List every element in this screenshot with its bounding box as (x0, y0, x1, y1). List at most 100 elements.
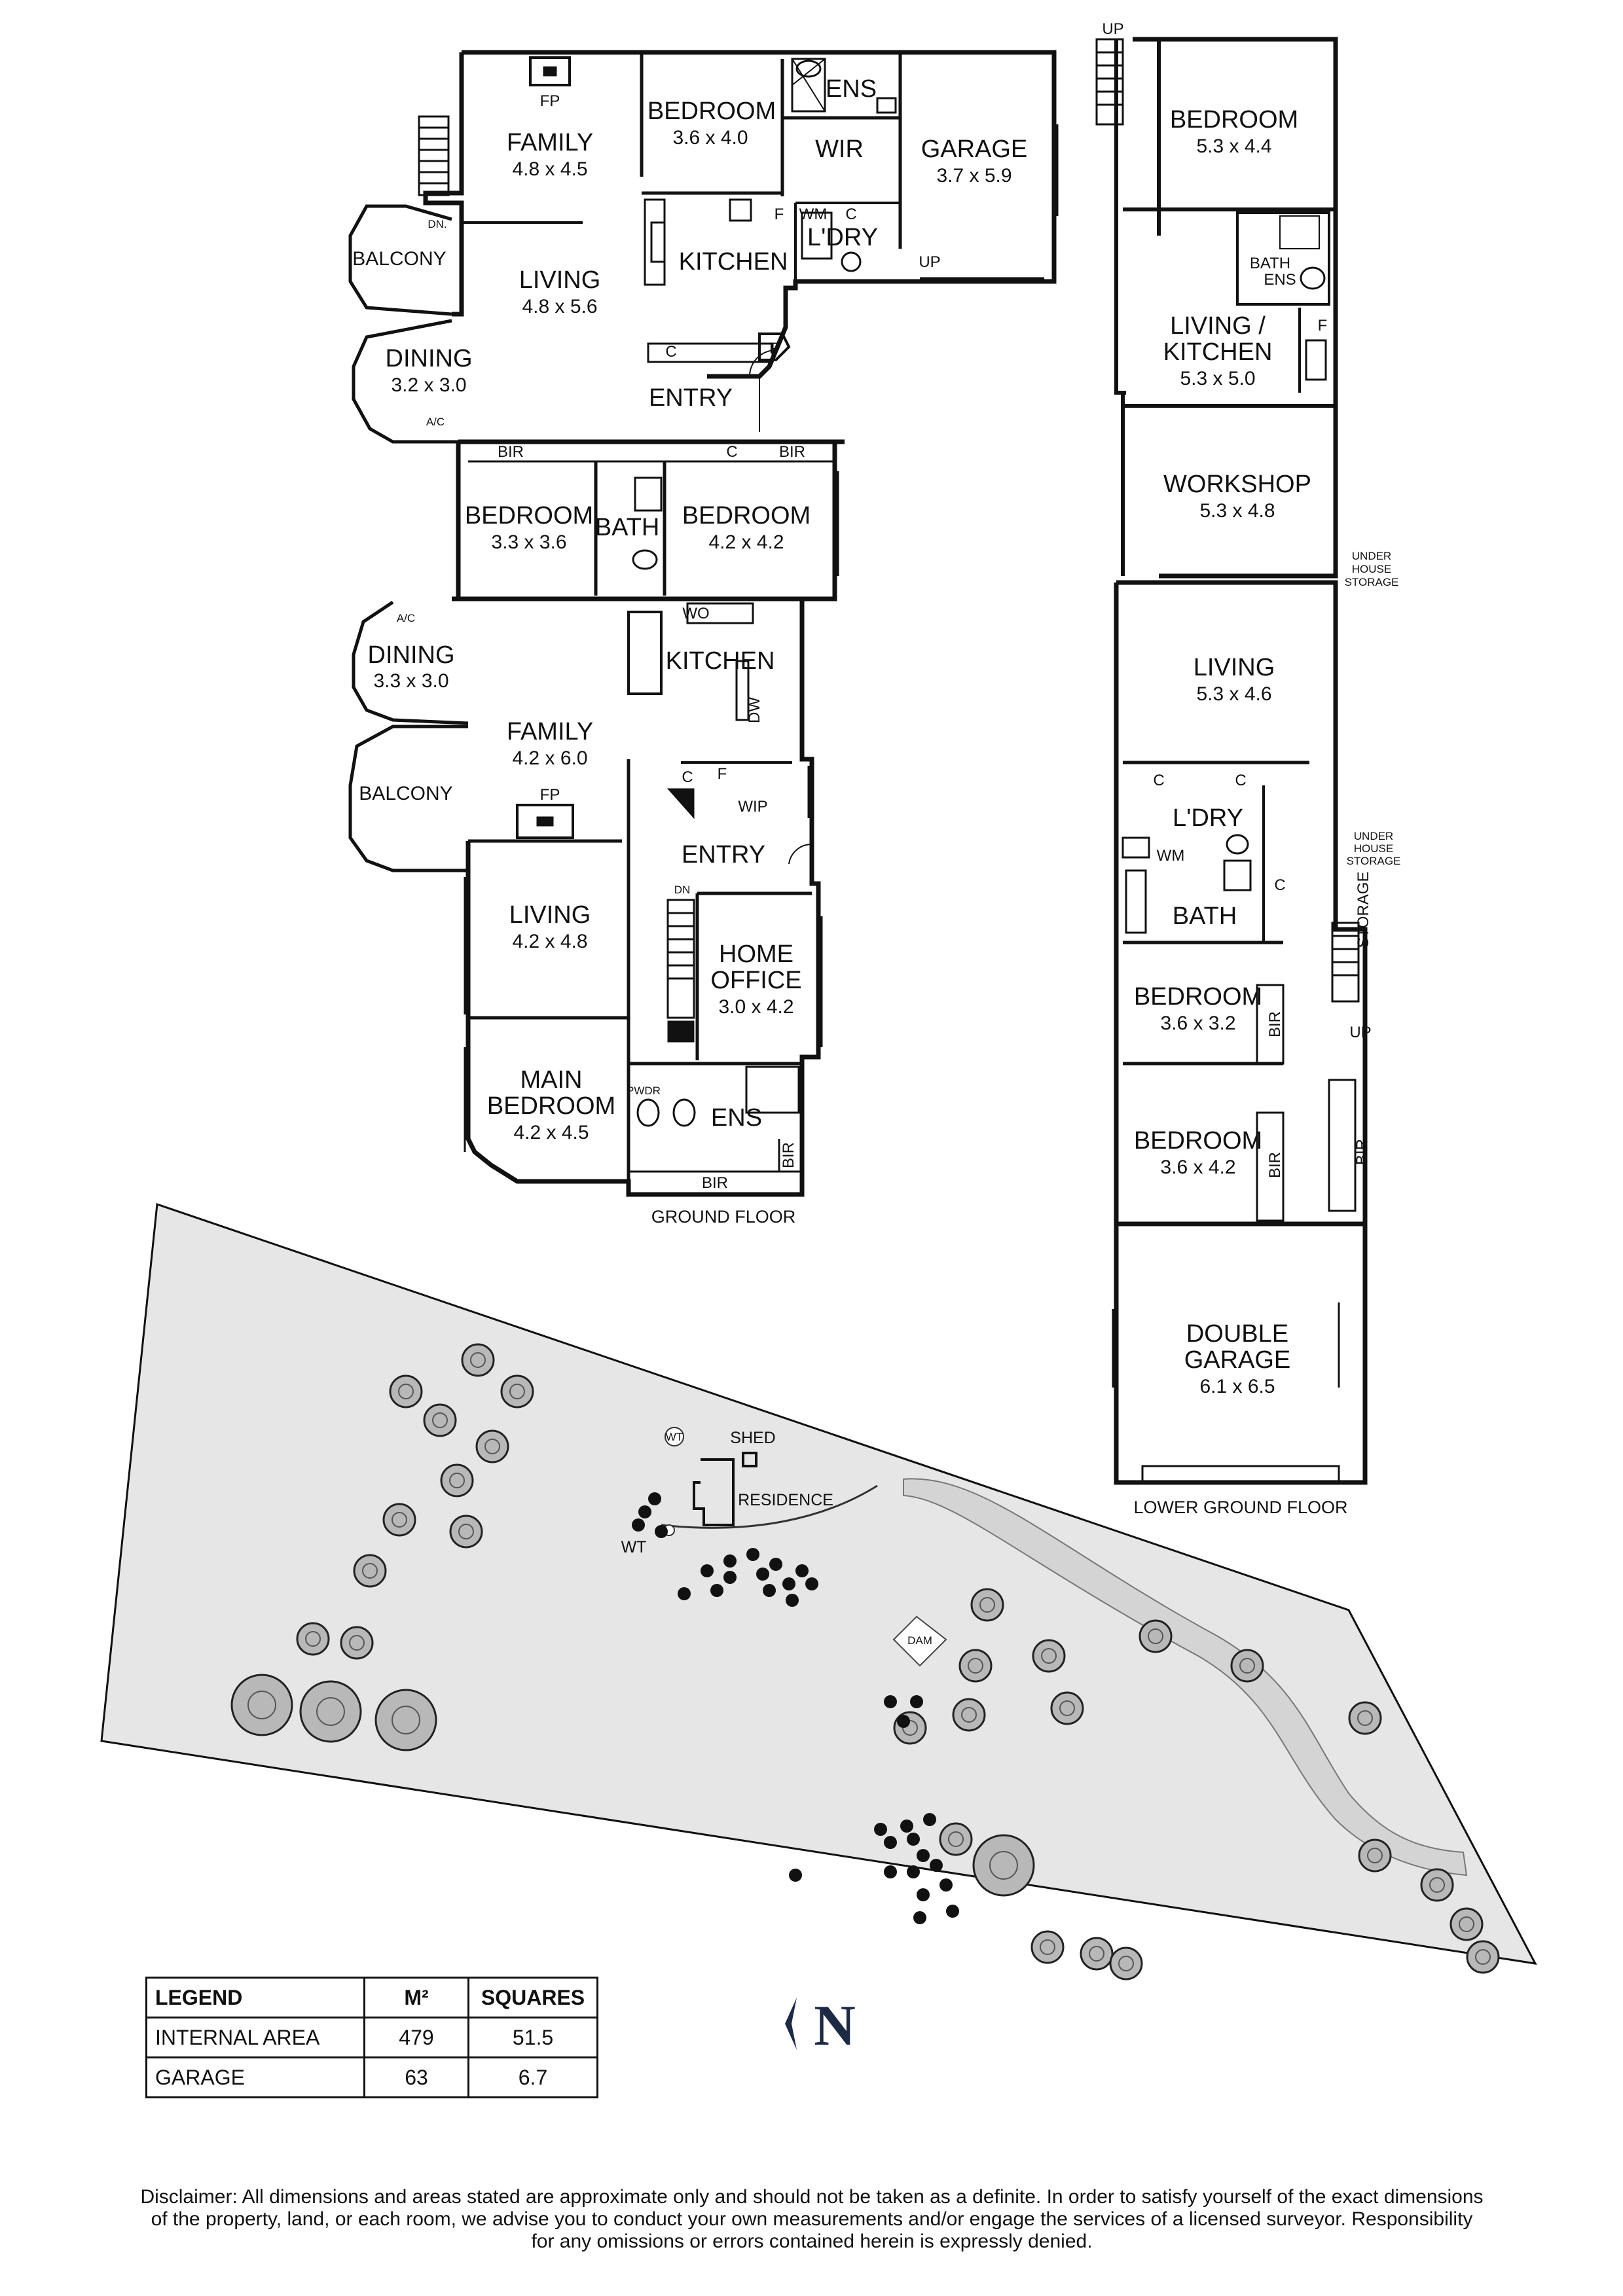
balcony-label-ground: BALCONY (359, 783, 452, 804)
room-living-kitchen-line1: LIVING / (1170, 312, 1266, 340)
tree-canopy (1109, 1946, 1143, 1981)
room-office-dims: 3.0 x 4.2 (718, 996, 793, 1018)
laundry-label-lower: L'DRY (1173, 804, 1243, 832)
tree-canopy-inner (902, 1720, 918, 1736)
dam-label: DAM (907, 1634, 932, 1647)
shrub-dot (917, 1888, 930, 1901)
north-arrow: N (782, 1991, 867, 2066)
disclaimer-line-3: for any omissions or errors contained he… (531, 2231, 1093, 2252)
oven-label-ground: WO (682, 605, 709, 622)
powder-room-label: PWDR (627, 1085, 661, 1097)
tree-canopy-inner (509, 1384, 525, 1399)
entry-label-ground: ENTRY (682, 841, 765, 869)
shrub-dot (678, 1587, 691, 1600)
lower-ground-floor-plan (1095, 37, 1368, 1485)
tree-canopy (296, 1622, 330, 1656)
room-workshop-dims: 5.3 x 4.8 (1199, 500, 1275, 522)
tree-canopy-inner (1148, 1628, 1163, 1644)
room-bedroom-lower-3: BEDROOM (1134, 1127, 1262, 1155)
room-double-garage-line2: GARAGE (1184, 1346, 1291, 1374)
room-double-garage-dims: 6.1 x 6.5 (1199, 1376, 1275, 1397)
tree-canopy (1139, 1619, 1173, 1653)
shrub-dot (874, 1823, 887, 1836)
floor-plan-drawing: FP FAMILY 4.8 x 4.5 BEDROOM 3.6 x 4.0 EN… (100, 20, 1537, 1981)
tree-canopy-inner (1475, 1949, 1491, 1965)
shrub-dot (789, 1869, 802, 1882)
shrub-dot (884, 1695, 897, 1708)
plan-labels: FP FAMILY 4.8 x 4.5 BEDROOM 3.6 x 4.0 EN… (352, 20, 1400, 1647)
water-tank-label-1: WT (666, 1431, 683, 1443)
room-workshop: WORKSHOP (1163, 471, 1311, 498)
legend-row-squares: 51.5 (467, 2017, 598, 2058)
room-bedroom-upper-1: BEDROOM (647, 98, 776, 125)
tree-canopy (389, 1374, 423, 1408)
room-living-upper: LIVING (519, 266, 601, 294)
tree-canopy-inner (1040, 1939, 1055, 1955)
legend-row-squares: 6.7 (467, 2056, 598, 2098)
bath-ens-label-2: ENS (1264, 271, 1296, 289)
room-family-ground-dims: 4.2 x 6.0 (512, 747, 587, 769)
shrub-dot (701, 1564, 714, 1577)
bir-label-ground-2: BIR (780, 1142, 797, 1168)
shrub-dot (897, 1715, 910, 1728)
stairs-up-label-upper: UP (919, 253, 940, 271)
under-house-storage-1b: HOUSE (1352, 563, 1391, 575)
stairs-down-label-upper: DN. (428, 218, 447, 230)
tree-canopy-inner (968, 1658, 983, 1674)
tree-canopy-inner (1239, 1658, 1255, 1674)
shrub-dot (655, 1525, 668, 1538)
tree-canopy-inner (989, 1851, 1018, 1880)
tree-canopy (1032, 1639, 1066, 1673)
tree-canopy (461, 1343, 495, 1377)
shrub-group (632, 1492, 959, 1924)
ensuite-label-upper: ENS (826, 75, 877, 103)
ac-label-upper: A/C (426, 416, 445, 428)
washing-machine-label-lower: WM (1157, 847, 1185, 865)
tree-canopy-inner (392, 1706, 420, 1734)
under-house-storage-2a: UNDER (1354, 830, 1393, 842)
tree-canopy-inner (316, 1697, 345, 1726)
balcony-label-upper: BALCONY (352, 248, 446, 270)
shrub-dot (769, 1558, 782, 1571)
north-letter: N (814, 1994, 856, 2058)
shed-label: SHED (730, 1429, 775, 1447)
tree-canopy (970, 1588, 1004, 1622)
kitchen-label-ground: KITCHEN (666, 647, 775, 675)
tree-canopy (1466, 1940, 1500, 1974)
tree-canopy (449, 1515, 483, 1549)
tree-canopy-inner (1459, 1916, 1474, 1932)
stairs-up-label-lower-2: UP (1349, 1024, 1371, 1041)
room-office-line1: HOME (719, 941, 793, 968)
ground-floor-caption: GROUND FLOOR (651, 1207, 796, 1227)
room-bedroom-upper-3: BEDROOM (682, 502, 811, 529)
tree-canopy (1050, 1691, 1084, 1725)
room-living-kitchen-dims: 5.3 x 5.0 (1180, 368, 1255, 389)
tree-canopy (1080, 1937, 1114, 1971)
legend-row-m2: 63 (363, 2056, 469, 2098)
room-living-lower: LIVING (1194, 654, 1275, 681)
tree-canopy-inner (349, 1635, 365, 1651)
shrub-dot (746, 1548, 759, 1561)
legend-row: INTERNAL AREA 479 51.5 (145, 2017, 598, 2058)
room-bedroom-lower-2-dims: 3.6 x 3.2 (1160, 1013, 1235, 1034)
tree-canopy-inner (484, 1439, 500, 1454)
tree-canopy (939, 1822, 973, 1856)
tree-canopy-inner (458, 1524, 474, 1539)
bir-label-upper-2: BIR (779, 443, 805, 461)
legend-header-squares: SQUARES (467, 1977, 598, 2018)
tree-canopy-inner (1059, 1700, 1075, 1716)
shrub-dot (907, 1865, 920, 1878)
room-dining-upper: DINING (386, 345, 473, 372)
tree-canopy-inner (948, 1831, 964, 1847)
room-bedroom-upper-2-dims: 3.3 x 3.6 (491, 531, 566, 553)
room-family-upper: FAMILY (507, 129, 593, 156)
bir-label-lower-1: BIR (1266, 1011, 1284, 1037)
room-bedroom-lower-1-dims: 5.3 x 4.4 (1196, 135, 1271, 157)
room-living-ground: LIVING (509, 901, 591, 929)
legend-header-label: LEGEND (145, 1977, 365, 2018)
tree-canopy-inner (398, 1384, 414, 1399)
shrub-dot (710, 1584, 723, 1597)
tree-canopy-inner (979, 1597, 995, 1613)
tree-canopy (1030, 1930, 1065, 1964)
legend-table: LEGEND M² SQUARES INTERNAL AREA 479 51.5… (145, 1977, 598, 2098)
